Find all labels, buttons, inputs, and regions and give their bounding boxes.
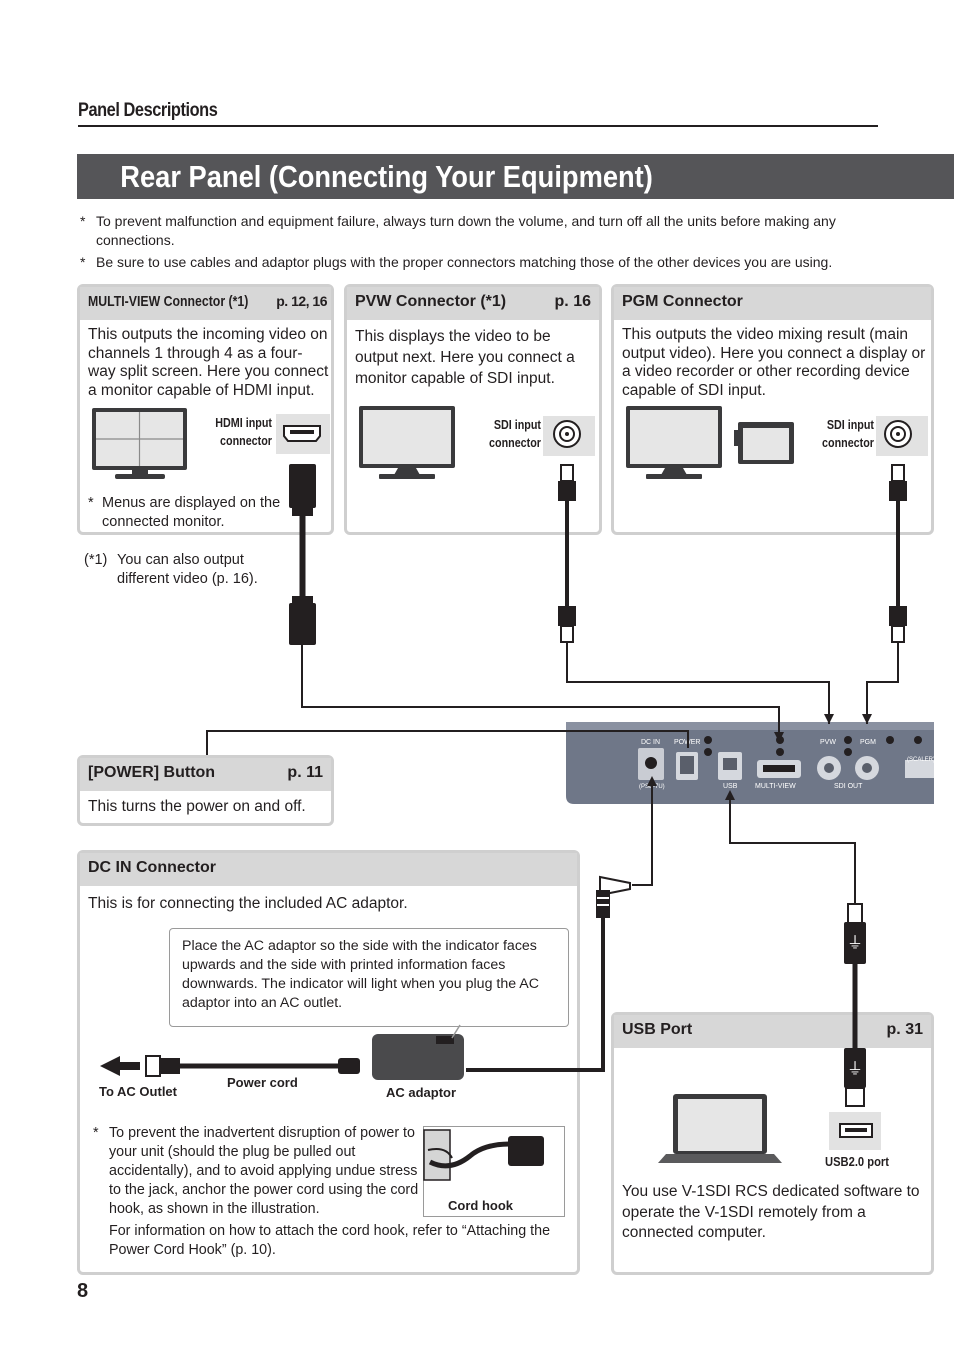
usb-title: USB Port (622, 1021, 693, 1038)
hdmi-port-icon (283, 425, 321, 442)
note-mark: * (80, 213, 86, 229)
power-cord-label: Power cord (227, 1075, 298, 1090)
note-text: To prevent malfunction and equipment fai… (96, 213, 836, 248)
device-label-multiview: MULTI-VIEW (755, 783, 796, 790)
adaptor-callout: Place the AC adaptor so the side with th… (169, 928, 569, 1027)
device-rear-panel: DC IN POWER (PSB-7U) USB MULTI-VIEW PVW … (566, 722, 935, 804)
arrowheads (647, 714, 872, 800)
device-label-pvw: PVW (820, 739, 836, 746)
hdmi-cable (289, 464, 316, 645)
usb-description: You use V-1SDI RCS dedicated software to… (622, 1183, 920, 1241)
pgm-sdi-input-label: SDI input connector (822, 418, 874, 450)
title-bar (77, 154, 954, 199)
cord-hook-icon (423, 1129, 544, 1181)
pgm-monitor-icon (626, 406, 722, 479)
pvw-sdi-cable (558, 464, 576, 643)
to-ac-outlet-label: To AC Outlet (99, 1084, 177, 1099)
multiview-title: MULTI-VIEW Connector (*1) (88, 293, 249, 310)
section-rule (78, 125, 878, 127)
ac-adaptor-label: AC adaptor (386, 1085, 457, 1100)
pgm-panel-header: PGM Connector (614, 287, 931, 320)
ac-adaptor-assembly (100, 1024, 464, 1080)
usb-symbol-icon: ⏚ (847, 934, 863, 952)
pvw-page-ref: p. 16 (554, 293, 591, 310)
page-title: Rear Panel (Connecting Your Equipment) (120, 159, 653, 194)
usb-cable: ⏚ ⏚ (844, 903, 866, 1107)
connection-lines (206, 642, 899, 904)
note-item: * Be sure to use cables and adaptor plug… (80, 253, 880, 272)
power-title: [POWER] Button (88, 764, 216, 781)
multiview-footnote: (*1) You can also output different video… (84, 551, 274, 589)
usb-symbol-icon: ⏚ (847, 1060, 863, 1078)
note-list: * To prevent malfunction and equipment f… (80, 212, 880, 272)
dc-power-cable (466, 875, 631, 1072)
dcin-title: DC IN Connector (88, 859, 216, 876)
sdi-port-icon (553, 420, 581, 448)
pgm-sdi-cable (889, 464, 907, 643)
pvw-sdi-input-label: SDI input connector (489, 418, 541, 450)
note-item: * To prevent malfunction and equipment f… (80, 212, 880, 250)
dcin-description: This is for connecting the included AC a… (88, 895, 408, 912)
cord-hook-note: * To prevent the inadvertent disruption … (93, 1124, 423, 1219)
footnote-mark: (*1) (84, 552, 108, 568)
cord-hook-note-mark: * (93, 1125, 99, 1141)
power-description: This turns the power on and off. (88, 798, 306, 815)
cord-hook-reference: For information on how to attach the cor… (109, 1223, 551, 1258)
note-text: Be sure to use cables and adaptor plugs … (96, 254, 833, 270)
usb-port-icon (839, 1123, 873, 1138)
cord-hook-label: Cord hook (446, 1198, 515, 1213)
usb-panel: USB Port p. 31 USB2.0 port You use V-1SD… (611, 1012, 934, 1275)
power-page-ref: p. 11 (287, 764, 323, 781)
power-panel: [POWER] Button p. 11 This turns the powe… (77, 755, 334, 826)
multiview-note-text: Menus are displayed on the connected mon… (102, 495, 281, 530)
pgm-title: PGM Connector (622, 293, 743, 310)
video-recorder-icon (734, 422, 794, 464)
dcin-panel-header: DC IN Connector (80, 853, 577, 886)
note-mark: * (80, 254, 86, 270)
device-label-dcin: DC IN (641, 739, 660, 746)
cord-hook-note-text: To prevent the inadvertent disruption of… (109, 1125, 419, 1217)
device-label-sdi-out: SDI OUT (834, 783, 863, 790)
power-panel-header: [POWER] Button p. 11 (80, 758, 331, 791)
multiview-page-ref: p. 12, 16 (276, 293, 327, 309)
multiview-monitor-icon (92, 408, 187, 479)
arrow-left-icon (100, 1056, 140, 1076)
footnote-text: You can also output different video (p. … (117, 552, 258, 587)
device-label-usb: USB (723, 783, 738, 790)
usb-port-label: USB2.0 port (825, 1154, 889, 1169)
usb-page-ref: p. 31 (886, 1021, 923, 1038)
page-number: 8 (77, 1280, 89, 1302)
pgm-description: This outputs the video mixing result (ma… (622, 326, 926, 399)
device-label-scaler: (SCALER) (907, 757, 935, 763)
pvw-panel-header: PVW Connector (*1) p. 16 (347, 287, 599, 320)
section-heading: Panel Descriptions (78, 100, 218, 121)
multiview-note-mark: * (88, 495, 94, 511)
pvw-description: This displays the video to be output nex… (355, 328, 575, 387)
device-label-pgm: PGM (860, 739, 876, 746)
multiview-note: * Menus are displayed on the connected m… (88, 494, 288, 532)
sdi-port-icon (884, 420, 912, 448)
laptop-icon (658, 1094, 782, 1163)
multiview-description: This outputs the incoming video on chann… (88, 326, 329, 399)
multiview-panel-header: MULTI-VIEW Connector (*1) p. 12, 16 (80, 287, 331, 320)
usb-panel-header: USB Port p. 31 (614, 1015, 931, 1048)
pvw-monitor-icon (359, 406, 455, 479)
pvw-title: PVW Connector (*1) (355, 293, 507, 310)
hdmi-input-label: HDMI input connector (215, 416, 272, 448)
